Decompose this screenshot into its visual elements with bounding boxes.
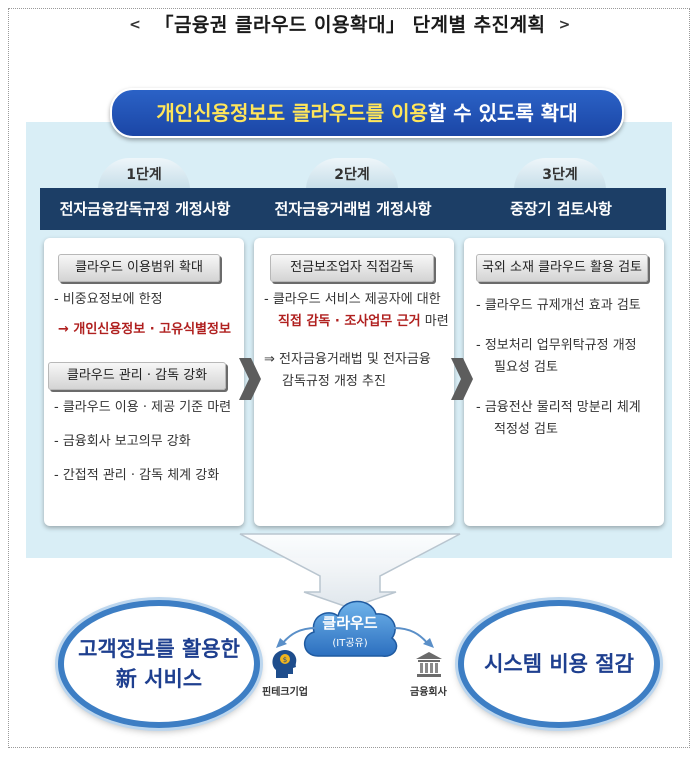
stage-3-tab: 3단계 <box>514 158 606 190</box>
stage-2-item: 감독규정 개정 추진 <box>282 374 386 389</box>
cloud-sublabel: (IT공유) <box>332 638 368 649</box>
stage-1-item: - 간접적 관리 · 감독 체계 강화 <box>54 468 220 483</box>
stage-1-item: - 금융회사 보고의무 강화 <box>54 434 191 449</box>
right-oval-text: 시스템 비용 절감 <box>484 652 634 676</box>
stage-1-header: 전자금융감독규정 개정사항 <box>40 188 250 230</box>
stage-1-tab: 1단계 <box>98 158 190 190</box>
stage-2-item: - 클라우드 서비스 제공자에 대한 <box>264 292 441 307</box>
left-oval-line: 고객정보를 활용한 <box>78 637 240 661</box>
stage-2-item: ⇒ 전자금융거래법 및 전자금융 <box>264 352 431 367</box>
stage-1-item-highlight: → 개인신용정보 · 고유식별정보 <box>58 322 231 337</box>
title-text: 「금융권 클라우드 이용확대」 단계별 추진계획 <box>154 14 546 36</box>
stage-3-header: 중장기 검토사항 <box>456 188 666 230</box>
svg-text:$: $ <box>283 656 287 664</box>
stage-1-section-1-heading: 클라우드 이용범위 확대 <box>58 254 220 282</box>
stage-3-item: - 클라우드 규제개선 효과 검토 <box>476 298 641 313</box>
fintech-label: 핀테크기업 <box>262 687 308 698</box>
stage-3-section-heading: 국외 소재 클라우드 활용 검토 <box>476 254 648 282</box>
stage-2-box: 전금보조업자 직접감독 - 클라우드 서비스 제공자에 대한 직접 감독 · 조… <box>254 238 454 526</box>
title-left-mark: < <box>129 17 142 33</box>
bank-building-icon <box>416 652 442 677</box>
left-oval-line: 新 서비스 <box>115 667 203 691</box>
stage-1-item: - 클라우드 이용 · 제공 기준 마련 <box>54 400 232 415</box>
outer-frame <box>8 8 690 748</box>
headline-highlight: 개인신용정보도 클라우드를 이용 <box>156 101 428 125</box>
headline-banner: 개인신용정보도 클라우드를 이용할 수 있도록 확대 <box>110 88 624 138</box>
stage-3-box: 국외 소재 클라우드 활용 검토 - 클라우드 규제개선 효과 검토 - 정보처… <box>464 238 664 526</box>
stage-3-item: 필요성 검토 <box>494 360 558 375</box>
cloud-label: 클라우드 <box>322 614 378 632</box>
new-service-oval: 고객정보를 활용한 新 서비스 <box>58 600 260 728</box>
stage-2-item-line: 직접 감독 · 조사업무 근거 마련 <box>278 312 449 332</box>
headline-rest: 할 수 있도록 확대 <box>427 101 578 125</box>
stage-1-box: 클라우드 이용범위 확대 - 비중요정보에 한정 → 개인신용정보 · 고유식별… <box>44 238 244 526</box>
stage-3-item: - 금융전산 물리적 망분리 체계 <box>476 400 641 415</box>
stage-2-tab: 2단계 <box>306 158 398 190</box>
cloud-icon <box>304 600 398 657</box>
funnel-arrow-icon <box>239 533 461 609</box>
stage-1-section-2-heading: 클라우드 관리 · 감독 강화 <box>48 362 226 390</box>
stage-2-item-tail: 마련 <box>424 314 449 329</box>
stage-2-item-highlight: 직접 감독 · 조사업무 근거 <box>278 314 421 329</box>
stage-3-item: 적정성 검토 <box>494 422 558 437</box>
chevron-right-icon <box>451 358 473 400</box>
title-right-mark: > <box>558 17 571 33</box>
stage-1-item: - 비중요정보에 한정 <box>54 292 163 307</box>
stage-2-section-heading: 전금보조업자 직접감독 <box>270 254 434 282</box>
stage-3-item: - 정보처리 업무위탁규정 개정 <box>476 338 637 353</box>
fintech-head-icon: $ <box>272 650 297 678</box>
cost-saving-oval: 시스템 비용 절감 <box>458 600 660 728</box>
arrow-right-icon <box>393 627 434 648</box>
page-title: < 「금융권 클라우드 이용확대」 단계별 추진계획 > <box>0 10 700 37</box>
arrow-left-icon <box>276 627 317 648</box>
bank-label: 금융회사 <box>410 687 447 698</box>
chevron-right-icon <box>239 358 261 400</box>
stage-2-header: 전자금융거래법 개정사항 <box>248 188 458 230</box>
